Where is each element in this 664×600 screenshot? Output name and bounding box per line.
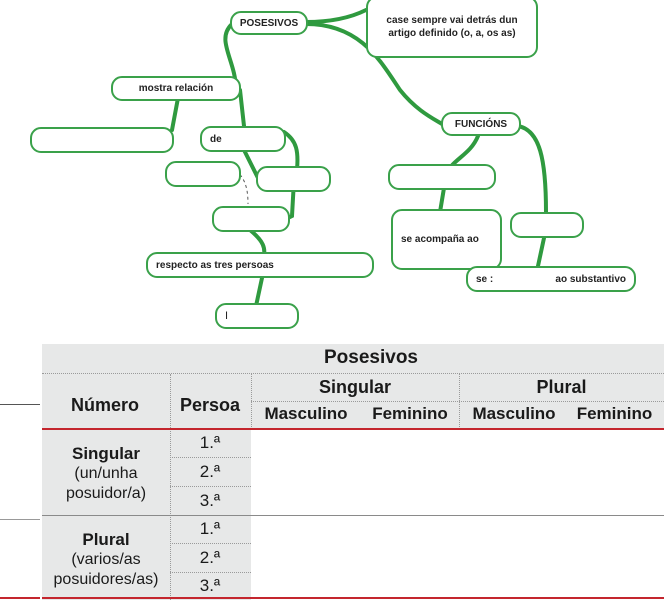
divider (170, 457, 251, 458)
divider (42, 373, 664, 374)
node-se-label: se : (476, 273, 494, 285)
group-plural-label: Plural (varios/as posuidores/as) (42, 522, 170, 598)
header-feminino-singular: Feminino (372, 404, 448, 423)
persoa-cell: 1.ª (199, 433, 221, 452)
page-edge-line (0, 519, 40, 520)
persoa-cell: 2.ª (199, 548, 221, 567)
group-singular-label: Singular (un/unha posuidor/a) (42, 436, 170, 512)
header-masculino-singular: Masculino (264, 404, 348, 423)
bottom-red-rule (42, 597, 664, 599)
header-feminino-plural: Feminino (576, 404, 653, 423)
node-posesivos: POSESIVOS (230, 11, 308, 35)
node-de: de (200, 126, 286, 152)
divider (170, 543, 251, 544)
node-acompana: se acompaña ao (391, 209, 502, 270)
table-title: Posesivos (324, 347, 418, 368)
page-edge-line (0, 404, 40, 405)
group-plural-sub2: posuidores/as) (53, 571, 159, 588)
node-bottom-box: I (215, 303, 299, 329)
header-plural: Plural (536, 376, 587, 397)
node-definido: case sempre vai detrás dun artigo defini… (366, 0, 538, 58)
divider (170, 486, 251, 487)
persoa-cell: 1.ª (199, 519, 221, 538)
header-red-rule (42, 428, 664, 430)
persoa-cell: 3.ª (199, 491, 221, 510)
node-se-substantivo: se : ao substantivo (466, 266, 636, 292)
posesivos-table: Posesivos Número Persoa Singular Plural … (42, 344, 664, 600)
node-blank-mid3 (212, 206, 290, 232)
node-mostra-relacion: mostra relación (111, 76, 241, 101)
divider (251, 401, 664, 402)
group-singular-sub1: (un/unha (74, 465, 138, 482)
header-singular: Singular (318, 376, 391, 397)
node-substantivo-label: ao substantivo (555, 273, 626, 285)
node-blank-fun1 (388, 164, 496, 190)
group-separator (42, 515, 664, 516)
page-edge-red (0, 597, 40, 599)
group-singular-name: Singular (71, 444, 140, 463)
group-plural-sub1: (varios/as (71, 551, 141, 568)
header-masculino-plural: Masculino (472, 404, 556, 423)
node-blank-mid1 (165, 161, 241, 187)
divider (170, 374, 171, 600)
node-blank-fun2 (510, 212, 584, 238)
table-body-area (251, 429, 664, 600)
mind-map: POSESIVOS case sempre vai detrás dun art… (30, 0, 636, 329)
group-plural-name: Plural (82, 530, 130, 549)
header-persoa: Persoa (179, 394, 241, 415)
node-blank-mid2 (256, 166, 331, 192)
connector-lines (170, 8, 548, 308)
divider (170, 572, 251, 573)
node-respecto: respecto as tres persoas (146, 252, 374, 278)
persoa-cell: 3.ª (199, 576, 221, 595)
group-singular-sub2: posuidor/a) (65, 485, 147, 502)
header-numero: Número (70, 394, 139, 415)
node-funcions: FUNCIÓNS (441, 112, 521, 136)
persoa-cell: 2.ª (199, 462, 221, 481)
node-blank-left (30, 127, 174, 153)
